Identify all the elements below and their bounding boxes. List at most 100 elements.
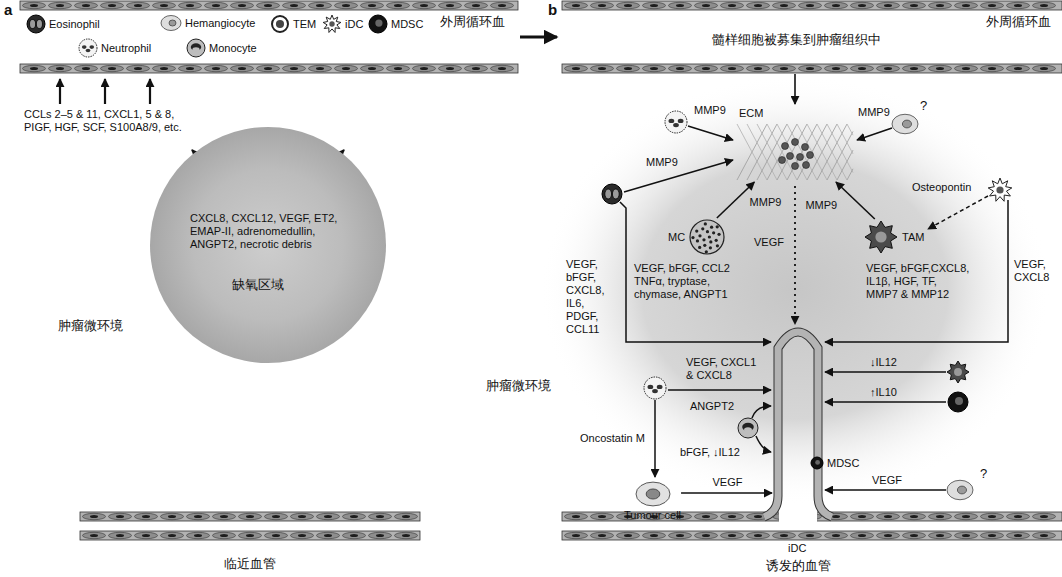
cell-body bbox=[636, 482, 670, 506]
text-slot: 临近血管 bbox=[10, 556, 490, 572]
endothelial-cell bbox=[1033, 65, 1056, 71]
node-label: 外周循环血 bbox=[440, 14, 505, 30]
endothelial-cell bbox=[591, 65, 614, 71]
granule bbox=[698, 246, 701, 249]
granule bbox=[709, 240, 712, 243]
vegf-dot bbox=[782, 143, 789, 150]
endothelial-cell bbox=[161, 532, 184, 538]
endothelial-cell bbox=[877, 65, 900, 71]
endothelial-nucleus bbox=[134, 67, 142, 70]
endothelial-nucleus bbox=[598, 4, 606, 7]
signal-arrow bbox=[825, 371, 946, 373]
endothelial-cell bbox=[413, 2, 436, 8]
ecm-fibre bbox=[807, 124, 837, 180]
cell-nucleus bbox=[329, 21, 334, 26]
vegf-dot bbox=[807, 152, 814, 159]
annotation-label: CCLs 2–5 & 11, CXCL1, 5 & 8, PIGF, HGF, … bbox=[24, 108, 199, 134]
endothelial-nucleus bbox=[936, 67, 944, 70]
cell-type: Hemangiocyte bbox=[160, 12, 255, 34]
endothelial-nucleus bbox=[598, 67, 606, 70]
endothelial-cell bbox=[591, 513, 614, 519]
endothelial-nucleus bbox=[316, 67, 324, 70]
endothelial-nucleus bbox=[624, 4, 632, 7]
endothelial-nucleus bbox=[56, 4, 64, 7]
endothelial-nucleus bbox=[472, 4, 480, 7]
cell-nucleus bbox=[673, 123, 679, 127]
cell-icon bbox=[602, 184, 622, 204]
endothelial-nucleus bbox=[82, 67, 90, 70]
endothelial-nucleus bbox=[884, 4, 892, 7]
cell-body bbox=[272, 16, 288, 32]
endothelial-nucleus bbox=[702, 67, 710, 70]
endothelial-nucleus bbox=[858, 4, 866, 7]
label-slot: bFGF, ↓IL12 bbox=[680, 446, 740, 459]
endothelial-nucleus bbox=[220, 515, 228, 518]
cell-nucleus bbox=[612, 189, 619, 199]
label-slot: iDC bbox=[788, 542, 806, 555]
endothelial-nucleus bbox=[962, 4, 970, 7]
cell-type: Neutrophil bbox=[78, 38, 151, 58]
endothelial-cell bbox=[825, 2, 848, 8]
endothelial-nucleus bbox=[884, 534, 892, 537]
endothelial-nucleus bbox=[212, 4, 220, 7]
text-slot: ECM bbox=[739, 107, 763, 120]
endothelial-cell bbox=[851, 513, 874, 519]
granule bbox=[712, 231, 715, 234]
endothelial-nucleus bbox=[264, 4, 272, 7]
endothelial-cell bbox=[877, 513, 900, 519]
endothelial-nucleus bbox=[884, 515, 892, 518]
endothelial-nucleus bbox=[598, 515, 606, 518]
ecm-fibre bbox=[757, 124, 787, 180]
granule bbox=[701, 227, 704, 230]
endothelial-cell bbox=[257, 2, 280, 8]
cell-icon bbox=[186, 38, 206, 58]
cell-nucleus bbox=[30, 20, 36, 29]
endothelial-nucleus bbox=[832, 515, 840, 518]
endothelial-nucleus bbox=[1014, 515, 1022, 518]
endothelial-cell bbox=[465, 65, 488, 71]
endothelial-nucleus bbox=[858, 534, 866, 537]
endothelial-cell bbox=[695, 532, 718, 538]
endothelial-nucleus bbox=[472, 67, 480, 70]
endothelial-nucleus bbox=[780, 67, 788, 70]
node-label: 临近血管 bbox=[10, 556, 490, 572]
endothelial-nucleus bbox=[676, 67, 684, 70]
endothelial-nucleus bbox=[858, 515, 866, 518]
panel-letter: a bbox=[4, 2, 12, 18]
cell-body bbox=[690, 220, 724, 254]
endothelial-cell bbox=[187, 532, 210, 538]
annotation-label: VEGF, CXCL8 bbox=[1014, 258, 1058, 284]
endothelial-cell bbox=[747, 2, 770, 8]
cell-nucleus bbox=[276, 20, 284, 28]
endothelial-cell bbox=[773, 532, 796, 538]
endothelial-cell bbox=[75, 65, 98, 71]
label-slot: Oncostatin M bbox=[580, 432, 645, 445]
endothelial-nucleus bbox=[702, 4, 710, 7]
label-slot: VEGF, bFGF, CXCL8, IL6, PDGF, CCL11 bbox=[566, 258, 618, 336]
label-slot: ↑IL10 bbox=[870, 386, 897, 399]
endothelial-nucleus bbox=[832, 4, 840, 7]
endothelial-nucleus bbox=[780, 4, 788, 7]
cell-body bbox=[187, 39, 205, 57]
endothelial-cell bbox=[283, 65, 306, 71]
endothelial-nucleus bbox=[754, 534, 762, 537]
endothelial-nucleus bbox=[290, 67, 298, 70]
endothelial-cell bbox=[49, 2, 72, 8]
vessel-wall bbox=[80, 531, 420, 540]
endothelial-nucleus bbox=[676, 4, 684, 7]
blood-vessel-band: 临近血管 bbox=[80, 512, 420, 540]
label-slot: 肿瘤微环境 bbox=[486, 378, 551, 394]
endothelial-nucleus bbox=[728, 534, 736, 537]
endothelial-cell bbox=[929, 65, 952, 71]
endothelial-cell bbox=[283, 2, 306, 8]
endothelial-cell bbox=[591, 532, 614, 538]
endothelial-nucleus bbox=[402, 515, 410, 518]
cell-icon bbox=[634, 480, 672, 508]
endothelial-nucleus bbox=[754, 4, 762, 7]
endothelial-cell bbox=[109, 513, 132, 519]
endothelial-nucleus bbox=[780, 534, 788, 537]
endothelial-nucleus bbox=[160, 67, 168, 70]
endothelial-nucleus bbox=[754, 67, 762, 70]
edge-label-slot: VEGF bbox=[713, 476, 743, 489]
endothelial-nucleus bbox=[650, 4, 658, 7]
